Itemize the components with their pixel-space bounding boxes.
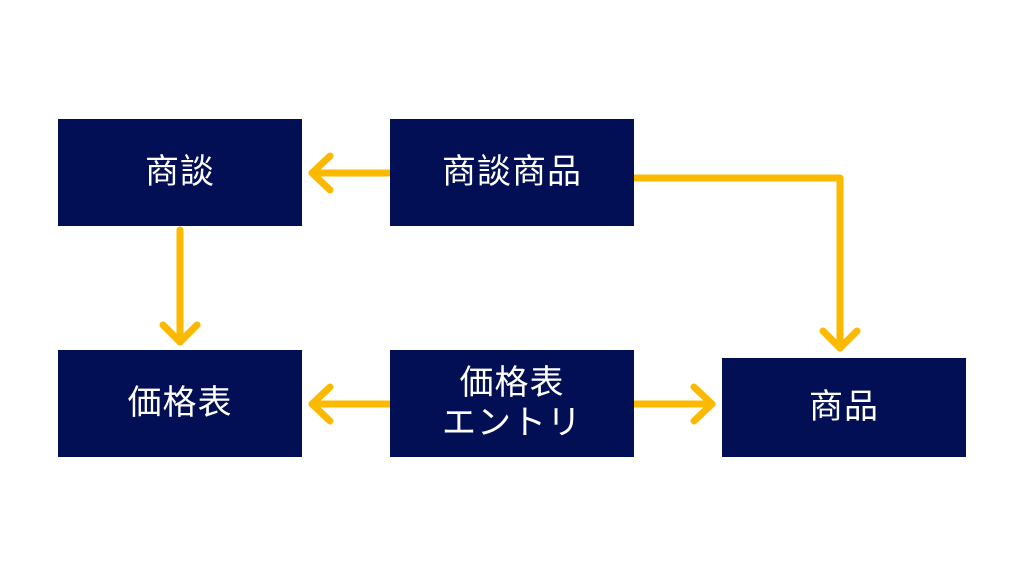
node-shodan-label: 商談 [145, 151, 215, 192]
arrow-shodan-to-kakakuhyo [159, 226, 201, 346]
arrow-shodan-shohin-to-shohin [631, 174, 861, 352]
node-kakakuhyo: 価格表 [58, 350, 302, 457]
node-entry-label-line1: 価格表 [459, 363, 565, 404]
node-shohin: 商品 [722, 358, 966, 457]
node-shodan-shohin-label: 商談商品 [442, 151, 582, 192]
node-kakakuhyo-entry: 価格表 エントリ [390, 350, 634, 457]
node-shohin-label: 商品 [809, 386, 879, 427]
node-kakakuhyo-label: 価格表 [127, 382, 233, 423]
arrow-entry-to-shohin [631, 383, 716, 425]
node-shodan-shohin: 商談商品 [390, 119, 634, 226]
arrow-shodan-shohin-to-shodan [308, 152, 393, 194]
node-entry-label-line2: エントリ [442, 402, 582, 443]
node-shodan: 商談 [58, 119, 302, 226]
arrow-entry-to-kakakuhyo [308, 383, 393, 425]
